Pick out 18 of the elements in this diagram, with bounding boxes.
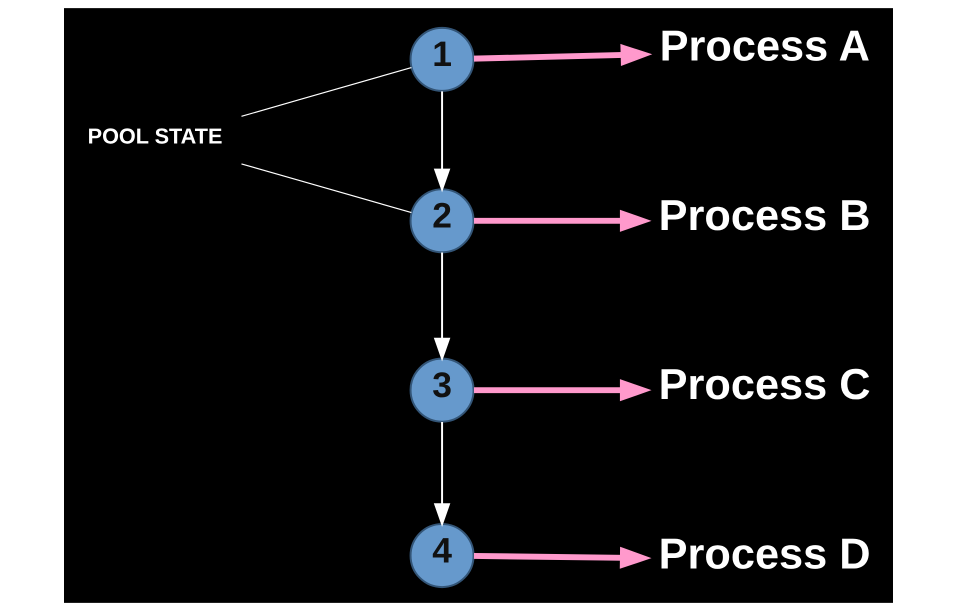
connector bbox=[241, 163, 412, 214]
node-text: Process C bbox=[658, 361, 871, 410]
node-circle: 3 bbox=[410, 358, 475, 423]
arrow bbox=[434, 91, 450, 192]
arrow bbox=[474, 546, 652, 569]
node-text: Process A bbox=[660, 22, 870, 71]
arrow bbox=[474, 379, 652, 402]
connector bbox=[241, 67, 412, 117]
node-text: POOL STATE bbox=[88, 124, 222, 149]
arrow bbox=[434, 422, 450, 527]
node-circle: 2 bbox=[410, 188, 475, 254]
node-circle: 1 bbox=[410, 26, 475, 92]
arrow bbox=[474, 210, 652, 232]
node-circle: 4 bbox=[410, 523, 475, 588]
arrow bbox=[474, 44, 652, 66]
node-text: Process D bbox=[658, 530, 871, 579]
node-text: Process B bbox=[658, 192, 871, 240]
arrow bbox=[434, 252, 450, 362]
